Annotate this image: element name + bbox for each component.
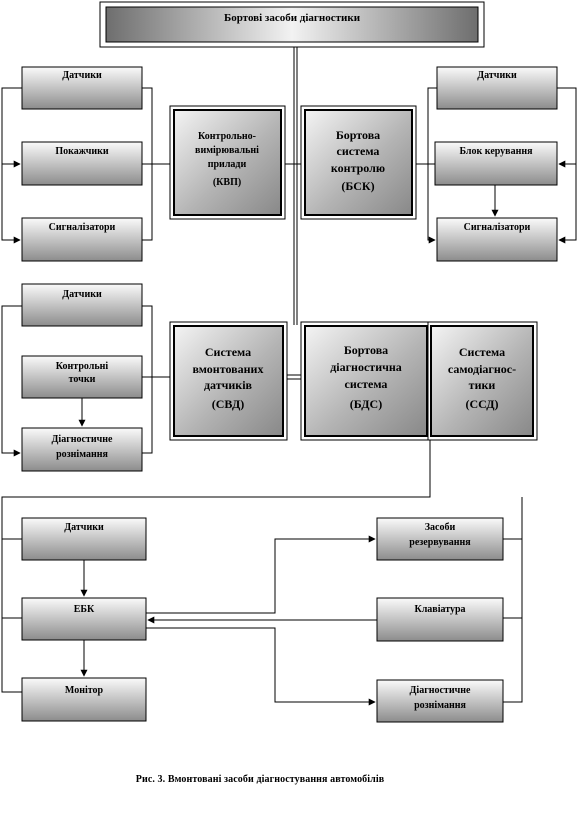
ssd-line-1: Система [459,345,505,359]
ssd-line-4: (ССД) [466,397,499,411]
box-tr-sensors-label: Датчики [477,70,517,81]
box-tr-control-unit-label: Блок керування [459,146,533,157]
box-bsk: Бортова система контролю (БСК) [300,105,417,220]
box-br-backup-line-2: резервування [409,537,471,548]
box-tl-sensors-label: Датчики [62,70,102,81]
bds-line-1: Бортова [344,343,388,357]
box-ml-diag-connector: Діагностичне рознімання [21,427,143,472]
box-tr-control-unit: Блок керування [434,141,558,186]
box-br-keyboard: Клавіатура [376,597,504,642]
kvp-line-4: (КВП) [213,177,241,188]
box-ml-control-points-line-2: точки [69,374,96,385]
box-ml-control-points: Контрольні точки [21,355,143,399]
box-br-diag-connector-line-2: рознімання [414,700,466,711]
kvp-line-3: прилади [208,159,247,170]
svd-line-3: датчиків [204,378,253,392]
box-svd: Система вмонтованих датчиків (СВД) [169,321,288,441]
box-bl-monitor-label: Монітор [65,685,104,696]
box-ml-diag-connector-line-2: рознімання [56,449,108,460]
box-tr-signalers-label: Сигналізатори [464,222,531,233]
box-br-diag-connector-line-1: Діагностичне [410,685,471,696]
box-tl-indicators: Покажчики [21,141,143,186]
svd-line-1: Система [205,345,251,359]
box-br-backup-line-1: Засоби [425,522,456,533]
box-ssd: Система самодіагнос- тики (ССД) [427,321,538,441]
svd-line-4: (СВД) [212,397,244,411]
diagnostics-diagram: Бортові засоби діагностики Датчики Покаж… [1,1,577,723]
box-bl-sensors-label: Датчики [64,522,104,533]
box-tr-signalers: Сигналізатори [436,217,558,262]
bsk-line-3: контролю [331,161,385,175]
box-kvp: Контрольно- вимірювальні прилади (КВП) [169,105,286,220]
box-bl-monitor: Монітор [21,677,147,722]
box-bl-ecu-label: ЕБК [74,604,95,615]
box-bds: Бортова діагностична система (БДС) [300,321,429,441]
box-tl-signalers: Сигналізатори [21,217,143,262]
bds-line-4: (БДС) [350,397,382,411]
box-ml-control-points-line-1: Контрольні [56,361,109,372]
svd-line-2: вмонтованих [193,362,264,376]
box-br-backup: Засоби резервування [376,517,504,561]
bsk-line-1: Бортова [336,128,380,142]
box-bl-ecu: ЕБК [21,597,147,641]
box-tl-indicators-label: Покажчики [55,146,109,157]
box-br-keyboard-label: Клавіатура [414,604,465,615]
ssd-line-2: самодіагнос- [448,362,516,376]
bsk-line-2: система [337,144,380,158]
box-tr-sensors: Датчики [436,66,558,110]
box-tl-sensors: Датчики [21,66,143,110]
title-box: Бортові засоби діагностики [99,1,485,48]
kvp-line-2: вимірювальні [195,145,259,156]
ssd-line-3: тики [469,378,496,392]
box-br-diag-connector: Діагностичне рознімання [376,679,504,723]
box-ml-diag-connector-line-1: Діагностичне [52,434,113,445]
kvp-line-1: Контрольно- [198,131,256,142]
box-ml-sensors-label: Датчики [62,289,102,300]
diagram-title: Бортові засоби діагностики [224,12,361,24]
bds-line-2: діагностична [330,360,402,374]
figure-caption: Рис. 3. Вмонтовані засоби діагностування… [135,774,385,785]
box-tl-signalers-label: Сигналізатори [49,222,116,233]
bsk-line-4: (БСК) [341,179,374,193]
box-ml-sensors: Датчики [21,283,143,327]
box-bl-sensors: Датчики [21,517,147,561]
bds-line-3: система [345,377,388,391]
